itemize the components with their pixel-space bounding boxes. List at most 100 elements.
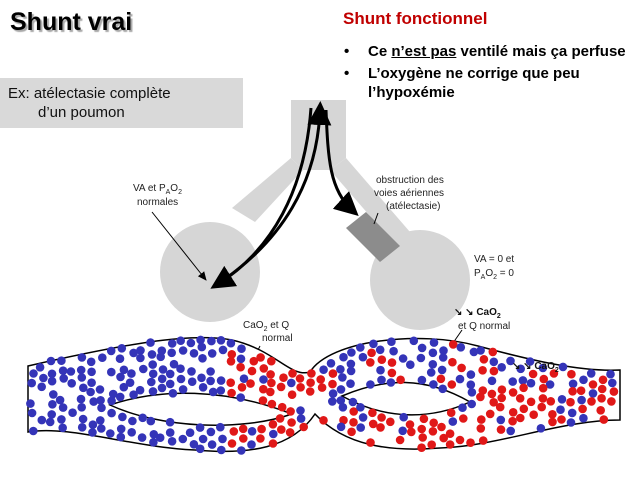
red-blood-cell [405, 420, 415, 429]
blue-blood-cell [516, 364, 525, 374]
blue-blood-cell [196, 335, 205, 345]
red-blood-cell [287, 418, 296, 427]
blue-blood-cell [326, 359, 336, 368]
red-blood-cell [227, 350, 237, 359]
blue-blood-cell [508, 377, 517, 386]
blue-blood-cell [356, 423, 366, 432]
right-alveolus [370, 230, 470, 330]
blue-blood-cell [176, 374, 186, 384]
label-obstruction-3: (atélectasie) [386, 201, 440, 212]
blue-blood-cell [48, 400, 57, 409]
blue-blood-cell [96, 416, 105, 425]
blue-blood-cell [389, 346, 398, 356]
blue-blood-cell [135, 385, 145, 395]
blue-blood-cell [217, 445, 226, 455]
red-blood-cell [609, 387, 619, 396]
red-blood-cell [288, 369, 297, 378]
red-blood-cell [367, 348, 376, 358]
blue-blood-cell [86, 357, 96, 367]
red-blood-cell [495, 402, 505, 412]
label-cao2-normal-2: normal [262, 333, 293, 344]
label-cao2-low-arrows-2: ↘ ↘ [512, 361, 532, 372]
blue-blood-cell [59, 374, 68, 383]
left-alveolus [160, 222, 260, 322]
blue-blood-cell [438, 353, 448, 362]
red-blood-cell [386, 417, 395, 427]
blue-blood-cell [76, 394, 86, 404]
blue-blood-cell [57, 415, 66, 424]
red-blood-cell [457, 363, 466, 373]
blue-blood-cell [186, 338, 196, 348]
blue-blood-cell [189, 349, 199, 358]
blue-blood-cell [579, 413, 588, 423]
blue-blood-cell [467, 399, 477, 409]
blue-blood-cell [247, 427, 257, 436]
bullet-1-post: ventilé mais ça perfuse [456, 43, 626, 60]
red-blood-cell [428, 427, 438, 436]
blue-blood-cell [428, 348, 438, 358]
blue-blood-cell [336, 385, 346, 394]
blue-blood-cell [176, 364, 185, 374]
blue-blood-cell [155, 433, 165, 443]
red-blood-cell [477, 415, 486, 424]
red-blood-cell [417, 443, 426, 453]
blue-blood-cell [169, 359, 179, 369]
red-blood-cell [227, 388, 236, 398]
blue-blood-cell [538, 363, 548, 373]
red-blood-cell [496, 425, 506, 434]
blue-blood-cell [87, 378, 96, 388]
blue-blood-cell [97, 424, 106, 433]
blue-blood-cell [195, 423, 205, 432]
blue-blood-cell [338, 373, 347, 382]
blue-blood-cell [139, 364, 148, 374]
red-blood-cell [328, 369, 338, 378]
blue-blood-cell [387, 337, 396, 347]
blue-blood-cell [176, 336, 185, 346]
diagram-labels: VA et PAO2 normales obstruction des voie… [133, 175, 559, 374]
red-blood-cell [285, 428, 295, 437]
blue-blood-cell [346, 359, 356, 369]
blue-blood-cell [77, 423, 87, 432]
blue-blood-cell [106, 429, 115, 438]
red-blood-cell [487, 389, 497, 399]
blue-blood-cell [115, 392, 125, 402]
red-blood-cell [588, 380, 598, 389]
red-blood-cell [529, 410, 538, 420]
blue-blood-cell [375, 345, 385, 355]
blue-blood-cell [115, 354, 125, 364]
red-blood-cell [488, 347, 498, 357]
blue-blood-cell [346, 379, 355, 389]
red-blood-cell [497, 393, 507, 403]
red-blood-cell [246, 379, 255, 388]
blue-blood-cell [147, 377, 156, 387]
label-va-normal: VA et PAO2 [133, 183, 182, 196]
blue-blood-cell [46, 356, 56, 366]
blue-blood-cell [148, 360, 157, 369]
blue-blood-cell [366, 380, 375, 389]
red-blood-cell [587, 397, 596, 406]
blue-blood-cell [77, 353, 87, 362]
blue-blood-cell [269, 429, 278, 439]
red-blood-cell [347, 427, 356, 437]
ventilation-arrows [210, 101, 359, 289]
red-blood-cell [476, 424, 486, 433]
pointer-va-normal [151, 211, 207, 281]
blue-blood-cell [206, 376, 215, 386]
example-box: Ex: atélectasie complète d’un poumon [0, 78, 243, 128]
bullet-item-ventilation: Ce n’est pas ventilé mais ça perfuse [340, 42, 632, 61]
blue-blood-cell [356, 403, 365, 412]
blue-blood-cell [149, 430, 159, 439]
label-va-normal-o: O [170, 183, 178, 194]
red-blood-cell [368, 408, 377, 418]
red-blood-cell [557, 415, 566, 424]
blue-blood-cell [146, 416, 156, 426]
label-va-zero-eq: = 0 [497, 268, 514, 279]
shunt-fonctionnel-bullets: Ce n’est pas ventilé mais ça perfuse L’o… [340, 42, 632, 105]
red-blood-cell [485, 409, 495, 419]
red-blood-cell [376, 423, 385, 432]
capillary [26, 335, 621, 455]
red-blood-cell [478, 366, 487, 375]
blue-blood-cell [158, 365, 168, 374]
blue-blood-cell [95, 385, 105, 394]
red-blood-cell [317, 383, 327, 392]
